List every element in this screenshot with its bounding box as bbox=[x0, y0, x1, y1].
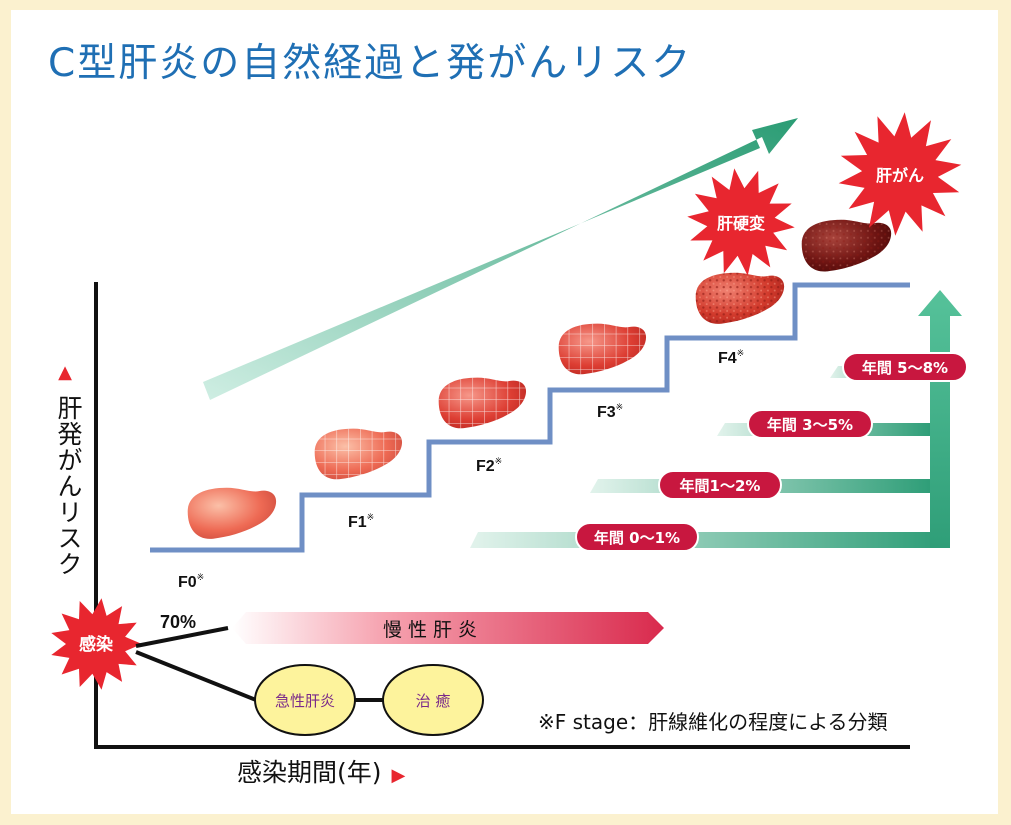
cancer-label: 肝がん bbox=[876, 166, 924, 185]
chronic-percent: 70% bbox=[160, 612, 196, 632]
rate-badge-3-text: 年間 3〜5% bbox=[767, 416, 853, 434]
liver-f1 bbox=[314, 428, 403, 480]
up-triangle-icon: ▲ bbox=[58, 362, 72, 383]
infection-starburst: 感染 bbox=[51, 598, 142, 690]
cancer-starburst: 肝がん bbox=[838, 112, 962, 236]
stage-mark-f4: ※ bbox=[737, 348, 745, 358]
y-axis-label-text: 肝発がんリスク bbox=[54, 395, 83, 577]
big-progression-arrow bbox=[203, 118, 798, 400]
chronic-hepatitis-band bbox=[232, 612, 664, 644]
stage-label-f2: F2※ bbox=[476, 456, 502, 475]
rate-badge-1-text: 年間 0〜1% bbox=[594, 529, 680, 547]
cirrhosis-starburst-shape bbox=[687, 168, 795, 276]
rate-arrow-1 bbox=[470, 532, 940, 548]
liver-f2 bbox=[438, 377, 527, 429]
cure-label: 治 癒 bbox=[416, 692, 451, 710]
rate-badge-3: 年間 3〜5% bbox=[747, 409, 873, 439]
y-axis-label: ▲ 肝発がんリスク bbox=[50, 362, 83, 581]
cirrhosis-starburst: 肝硬変 bbox=[687, 168, 795, 276]
liver-f4-cirrhosis bbox=[695, 272, 785, 324]
f-stage-note: ※F stage：肝線維化の程度による分類 bbox=[538, 710, 888, 734]
stage-mark-f2: ※ bbox=[495, 456, 503, 466]
acute-hepatitis-ellipse bbox=[254, 664, 356, 736]
cirrhosis-label: 肝硬変 bbox=[717, 214, 765, 233]
stage-label-f3: F3※ bbox=[597, 402, 623, 421]
stage-label-f4: F4※ bbox=[718, 348, 744, 367]
stage-mark-f3: ※ bbox=[616, 402, 624, 412]
rate-badge-1: 年間 0〜1% bbox=[575, 522, 699, 552]
right-triangle-icon: ▶ bbox=[391, 765, 406, 786]
stage-staircase-line bbox=[150, 282, 910, 553]
liver-f0 bbox=[187, 487, 277, 539]
stage-label-f4-text: F4 bbox=[718, 350, 737, 367]
cancer-starburst-shape bbox=[838, 112, 962, 236]
cure-ellipse bbox=[382, 664, 484, 736]
stage-label-f3-text: F3 bbox=[597, 404, 616, 421]
stage-label-f1: F1※ bbox=[348, 512, 374, 531]
acute-hepatitis-label: 急性肝炎 bbox=[275, 692, 335, 710]
liver-cancer bbox=[801, 219, 892, 272]
liver-f3 bbox=[558, 323, 647, 375]
infection-starburst-shape bbox=[51, 598, 142, 690]
stage-label-f0-text: F0 bbox=[178, 574, 197, 591]
stage-label-f1-text: F1 bbox=[348, 514, 367, 531]
rate-badge-4: 年間 5〜8% bbox=[842, 352, 968, 382]
chronic-hepatitis-label: 慢 性 肝 炎 bbox=[383, 619, 477, 641]
infection-label: 感染 bbox=[79, 634, 113, 655]
page-title: C型肝炎の自然経過と発がんリスク bbox=[48, 41, 693, 86]
vertical-up-arrow bbox=[918, 290, 962, 548]
rate-badge-2: 年間1〜2% bbox=[658, 470, 782, 500]
branch-line-chronic bbox=[135, 626, 229, 648]
stage-label-f2-text: F2 bbox=[476, 458, 495, 475]
x-axis-label: 感染期間(年) ▶ bbox=[237, 753, 405, 789]
stage-mark-f0: ※ bbox=[197, 572, 205, 582]
stage-mark-f1: ※ bbox=[367, 512, 375, 522]
x-axis-label-text: 感染期間(年) bbox=[237, 758, 382, 787]
rate-badge-4-text: 年間 5〜8% bbox=[862, 359, 948, 377]
rate-badge-2-text: 年間1〜2% bbox=[680, 477, 761, 495]
branch-line-acute bbox=[135, 650, 257, 702]
stage-label-f0: F0※ bbox=[178, 572, 204, 591]
